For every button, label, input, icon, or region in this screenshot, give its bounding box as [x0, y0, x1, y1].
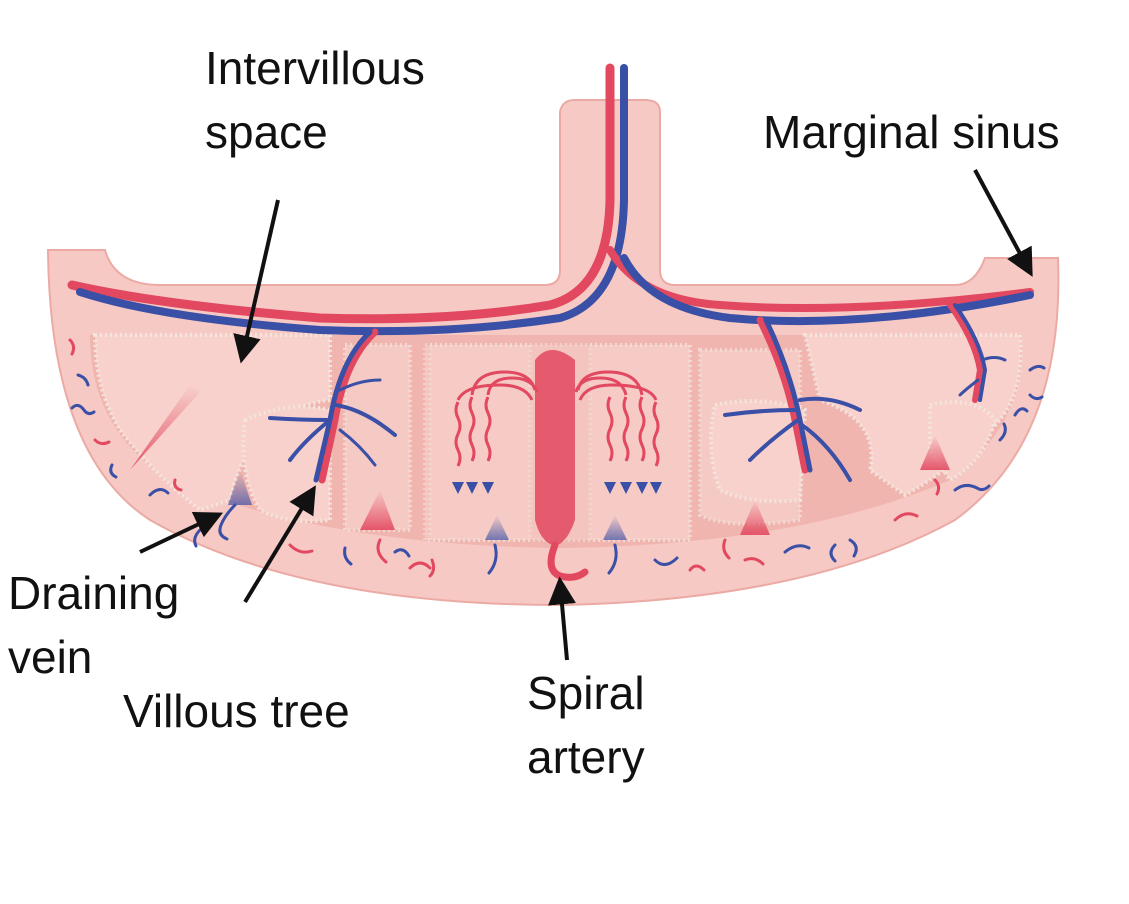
- venous-drain-gradients: [228, 470, 627, 540]
- left-fountain-loops: [454, 370, 539, 467]
- spiral-artery-label: Spiral artery: [527, 665, 645, 785]
- draining-vein-label-line1: Draining: [8, 567, 180, 619]
- intervillous-space-label-line2: space: [205, 106, 328, 158]
- label-arrows: [139, 169, 1033, 661]
- spiral-artery-core: [535, 350, 575, 545]
- intervillous-space-label-line1: Intervillous: [205, 42, 425, 94]
- intervillous-space-label: Intervillous space: [205, 40, 425, 160]
- intervillous-space-arrow: [233, 199, 280, 364]
- villous-tree-label: Villous tree: [123, 685, 350, 737]
- spiral-artery-label-line1: Spiral: [527, 667, 645, 719]
- draining-vein-arrow: [139, 511, 224, 554]
- right-villous-tree: [723, 302, 1007, 482]
- marginal-sinus-label: Marginal sinus: [763, 106, 1060, 158]
- arterial-jets: [130, 385, 950, 535]
- right-fountain-loops: [574, 370, 660, 467]
- right-fountain-arrows: [604, 482, 662, 494]
- left-fountain-arrows: [452, 482, 494, 494]
- spiral-artery-label-line2: artery: [527, 731, 645, 783]
- villous-tree-arrow: [243, 485, 316, 604]
- spiral-artery-tail: [547, 541, 589, 581]
- draining-vein-label-line2: vein: [8, 631, 93, 683]
- left-villous-tree: [268, 328, 397, 484]
- spiral-artery-arrow: [548, 576, 576, 661]
- draining-vein-label: Draining vein: [8, 565, 179, 685]
- marginal-sinus-arrow: [973, 169, 1033, 277]
